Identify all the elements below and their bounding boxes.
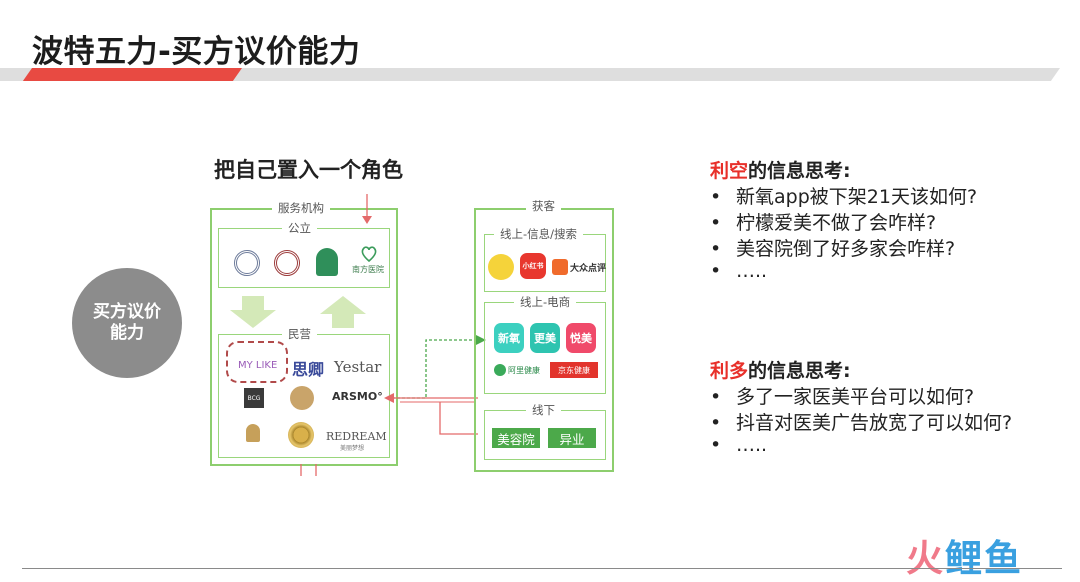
risk-item-3: • 美容院倒了好多家会咋样? [710,234,955,261]
dianping-logo: 大众点评 [552,258,608,276]
xiaohongshu-app-icon: 小红书 [520,253,546,279]
circle-line-2: 能力 [110,323,144,343]
risk-item-2: • 柠檬爱美不做了会咋样? [710,208,936,235]
risk-item-1: • 新氧app被下架21天该如何? [710,182,977,209]
acquire-label: 获客 [526,198,561,214]
redream-logo: REDREAM [326,430,387,443]
online-info-label: 线上-信息/搜索 [494,226,584,242]
risk-item-4: • ….. [710,260,767,282]
beauty-salon-tag: 美容院 [492,428,540,448]
bottom-connector-lines [300,464,317,476]
heart-leaf-icon [361,246,377,262]
risk-item-text: ….. [736,260,768,282]
alihealth-icon [494,364,506,376]
cross-industry-tag: 异业 [548,428,596,448]
hospital-logo-4-text: 南方医院 [352,265,384,274]
alihealth-text: 阿里健康 [508,365,540,375]
yestar-logo: Yestar [334,358,382,376]
hospital-logo-3 [316,248,338,276]
yuemei-app-text: 悦美 [570,332,592,345]
arsmo-logo: ARSMO° [332,390,383,403]
service-org-label: 服务机构 [272,200,330,216]
soyoung-app-text: 新氧 [498,332,520,345]
circle-line-1: 买方议价 [93,302,161,322]
hospital-logo-1 [234,250,260,276]
footer-divider [22,568,1062,569]
soyoung-app-icon: 新氧 [494,323,524,353]
role-heading: 把自己置入一个角色 [214,158,403,182]
risk-heading-red: 利空 [710,160,749,182]
buyer-power-circle: 买方议价 能力 [72,268,182,378]
down-arrow [230,296,276,328]
page-title: 波特五力-买方议价能力 [32,34,361,70]
benefit-item-text: 多了一家医美平台可以如何? [736,386,975,408]
risk-item-text: 美容院倒了好多家会咋样? [736,238,956,260]
crane-logo [290,386,314,410]
xiaohongshu-app-text: 小红书 [522,262,544,270]
bullet: • [710,260,722,282]
risk-heading-rest: 的信息思考: [748,160,851,182]
bullet: • [710,238,722,260]
mylike-highlight [226,341,288,383]
gold-crest-logo [246,424,260,442]
benefit-item-text: 抖音对医美广告放宽了可以如何? [736,412,1013,434]
chick-app-icon [488,254,514,280]
brand-logo: 火鲤鱼 [906,528,1023,582]
hospital-logo-4: 南方医院 [352,246,386,278]
offline-label: 线下 [526,402,561,418]
jdhealth-text: 京东健康 [558,365,590,375]
cross-industry-text: 异业 [559,431,585,447]
sun-logo [288,422,314,448]
benefit-item-3: • ….. [710,434,767,456]
incoming-arrow [362,194,372,224]
bullet: • [710,186,722,208]
brand-part-2: 鲤鱼 [945,537,1023,580]
mylike-logo: MY LIKE [238,360,278,371]
benefit-heading-red: 利多 [710,360,749,382]
bullet: • [710,212,722,234]
benefit-item-1: • 多了一家医美平台可以如何? [710,382,974,409]
beauty-salon-text: 美容院 [497,431,535,447]
alihealth-logo: 阿里健康 [494,364,540,376]
yuemei-app-icon: 悦美 [566,323,596,353]
dianping-icon [552,259,568,275]
dianping-text: 大众点评 [570,263,607,274]
benefit-item-text: ….. [736,434,768,456]
benefit-item-2: • 抖音对医美广告放宽了可以如何? [710,408,1012,435]
benefit-heading-rest: 的信息思考: [748,360,851,382]
risk-heading: 利空的信息思考: [710,156,851,183]
gengmei-app-text: 更美 [534,332,556,345]
up-arrow [320,296,366,328]
redream-subtext: 美丽梦想 [340,445,365,452]
bullet: • [710,386,722,408]
bcg-logo: BCG [244,388,264,408]
jdhealth-logo: 京东健康 [550,362,598,378]
brand-part-1: 火 [906,537,945,580]
bullet: • [710,434,722,456]
public-label: 公立 [282,220,317,236]
title-underline-red [22,68,242,81]
benefit-heading: 利多的信息思考: [710,356,851,383]
siyu-logo: 思卿 [292,360,325,379]
risk-item-text: 柠檬爱美不做了会咋样? [736,212,937,234]
connector-lines [384,335,486,435]
hospital-logo-2 [274,250,300,276]
bcg-logo-text: BCG [247,394,261,402]
bullet: • [710,412,722,434]
gengmei-app-icon: 更美 [530,323,560,353]
risk-item-text: 新氧app被下架21天该如何? [736,186,978,208]
online-ecom-label: 线上-电商 [514,294,577,310]
private-label: 民营 [282,326,317,342]
